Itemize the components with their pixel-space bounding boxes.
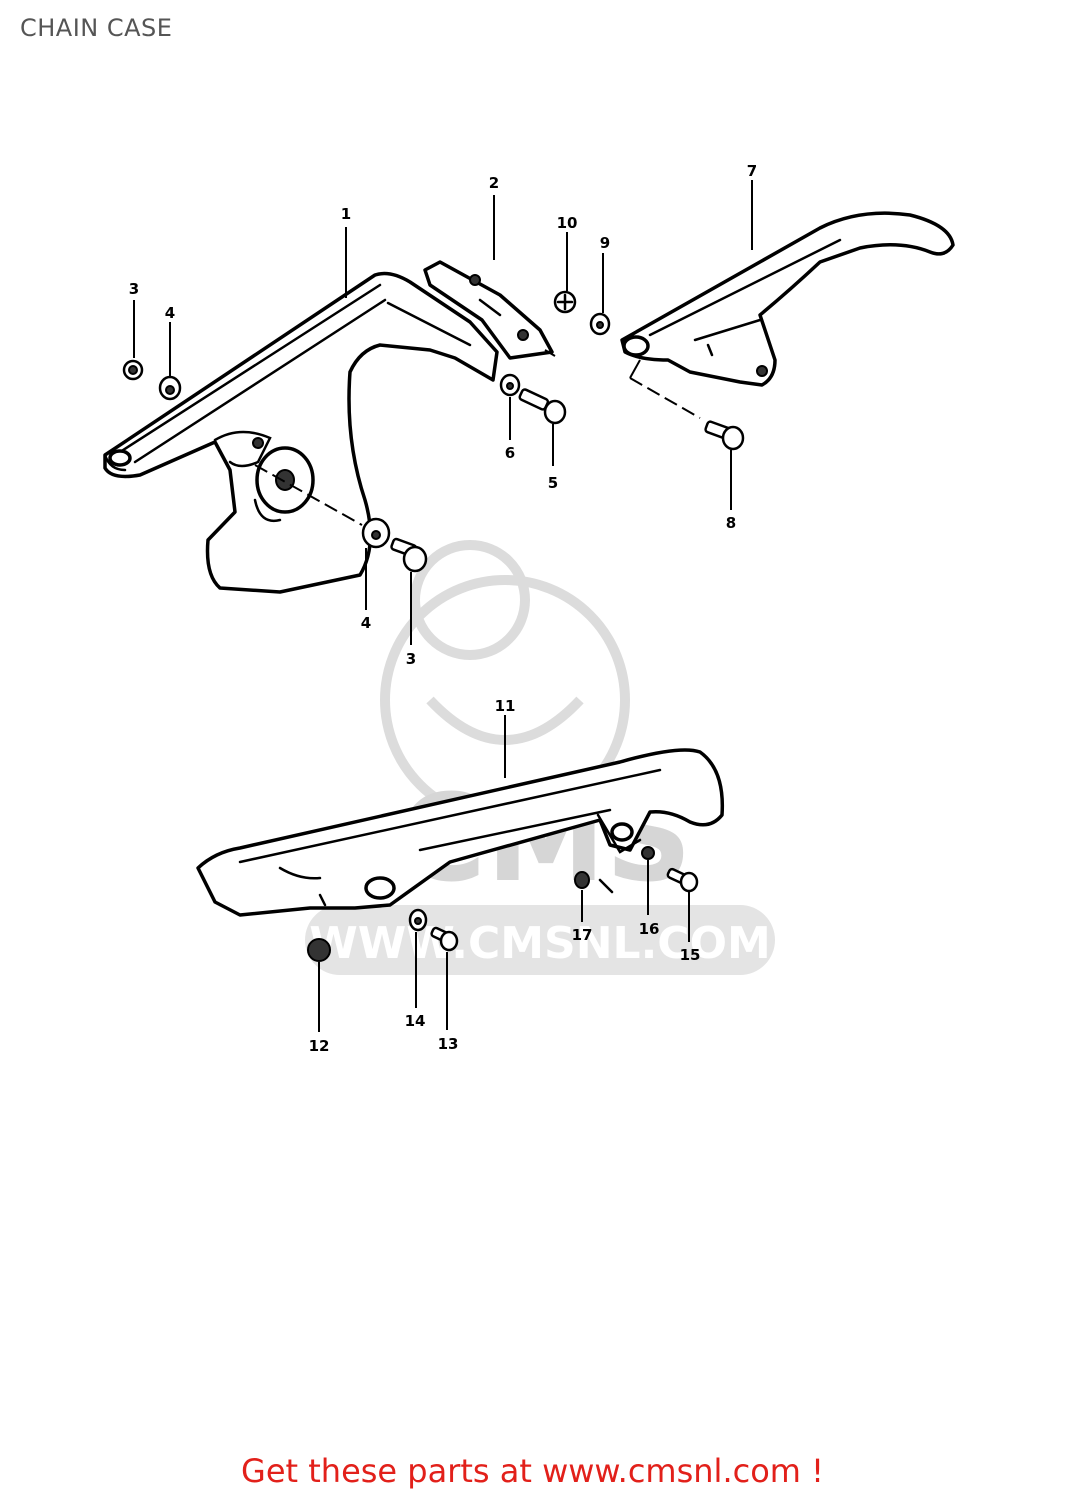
alignment-lines [254, 349, 701, 526]
callout-4-lower: 4 [361, 614, 371, 632]
watermark-goggles-icon [410, 540, 530, 660]
hardware [122, 290, 745, 962]
callout-1: 1 [341, 205, 351, 223]
callout-3-lower: 3 [406, 650, 416, 668]
callout-7: 7 [747, 162, 757, 180]
diagram-title: CHAIN CASE [20, 14, 173, 42]
callout-11: 11 [495, 697, 516, 715]
part-1-inner-chain-case [103, 271, 499, 594]
grommet-17-icon [574, 871, 590, 889]
watermark-site: WWW.CMSNL.COM [309, 918, 771, 969]
callout-17: 17 [572, 926, 593, 944]
callout-15: 15 [680, 946, 701, 964]
callout-3-upper: 3 [129, 280, 139, 298]
callout-12: 12 [309, 1037, 330, 1055]
callout-4-upper: 4 [165, 304, 175, 322]
part-7-upper-chain-guard [620, 211, 955, 387]
nut-12-icon [307, 938, 331, 962]
callout-numbers: 1 2 3 3 4 4 5 6 7 8 9 10 11 12 13 14 15 … [129, 162, 757, 1055]
callout-6: 6 [505, 444, 515, 462]
leader-lines [133, 180, 753, 1032]
callout-9: 9 [600, 234, 610, 252]
callout-8: 8 [726, 514, 736, 532]
grommet-16-icon [641, 846, 655, 860]
callout-13: 13 [438, 1035, 459, 1053]
part-11-lower-chain-case [196, 748, 725, 917]
part-2-bracket [423, 260, 554, 360]
callout-2: 2 [489, 174, 499, 192]
callout-16: 16 [639, 920, 660, 938]
callout-10: 10 [557, 214, 578, 232]
callout-14: 14 [405, 1012, 426, 1030]
callout-5: 5 [548, 474, 558, 492]
footer-link[interactable]: Get these parts at www.cmsnl.com ! [241, 1452, 824, 1490]
